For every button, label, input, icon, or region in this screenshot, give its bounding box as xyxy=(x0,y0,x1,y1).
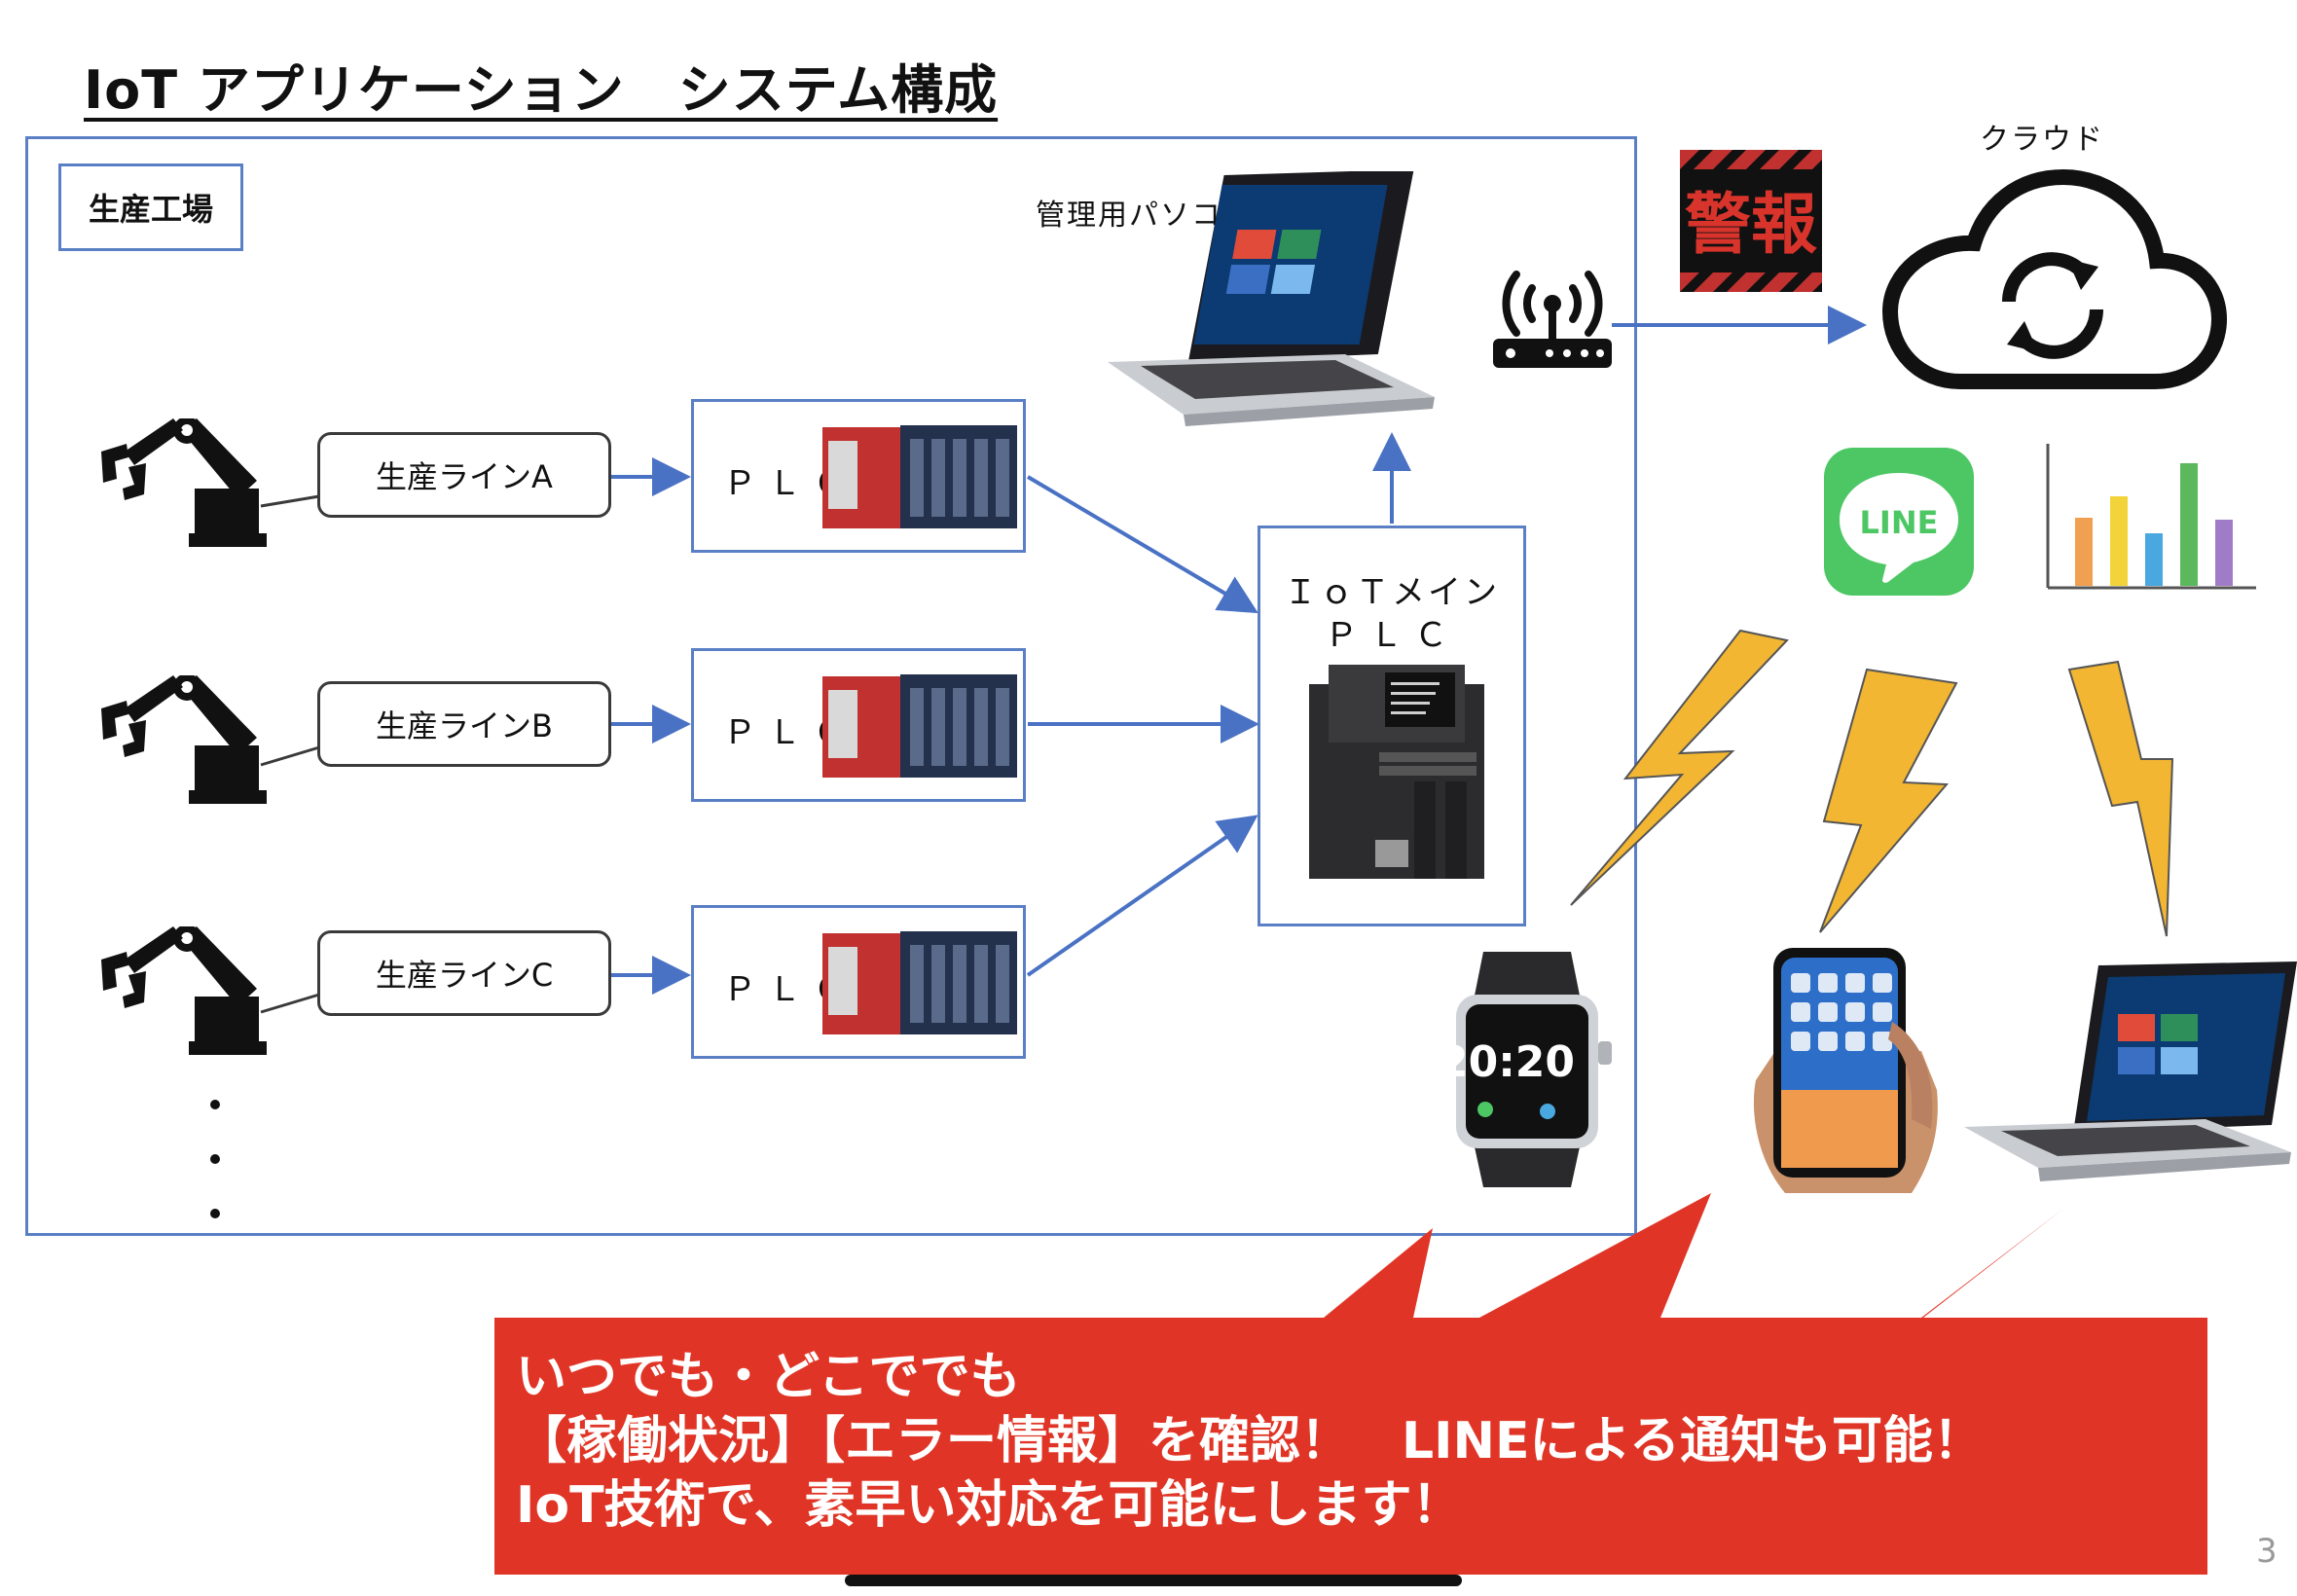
plc-module-icon xyxy=(822,425,1017,528)
plc-box-b: ＰＬＣ xyxy=(691,648,1026,802)
plc-box-a: ＰＬＣ xyxy=(691,399,1026,553)
production-line-a: 生産ラインA xyxy=(317,432,611,518)
factory-label: 生産工場 xyxy=(58,163,243,251)
plc-module-icon xyxy=(822,931,1017,1034)
smartphone-icon xyxy=(1746,934,1945,1197)
smartwatch-icon: 20:20 xyxy=(1439,952,1612,1187)
cloud-sync-icon xyxy=(1881,168,2228,389)
robot-arm-icon xyxy=(101,418,267,547)
watch-time: 20:20 xyxy=(1439,1037,1575,1087)
callout-line-3: IoT技術で、素早い対応を可能にします！ xyxy=(516,1476,1463,1535)
factory-frame xyxy=(25,136,1637,1236)
alert-text: 警報 xyxy=(1685,187,1817,264)
continuation-dot xyxy=(210,1100,220,1109)
callout-text: いつでも・どこででも 【稼働状況】【エラー情報】を確認！ LINEによる通知も可… xyxy=(516,1345,2170,1538)
robot-arm-icon xyxy=(101,675,267,804)
lightning-bolt-icon xyxy=(1819,668,1958,933)
keyence-plc-icon xyxy=(1309,665,1484,879)
wifi-router-icon xyxy=(1493,271,1612,368)
continuation-dot xyxy=(210,1154,220,1164)
arrow-plc-a-iot xyxy=(1026,475,1258,614)
page-title: IoT アプリケーション システム構成 xyxy=(84,59,999,121)
continuation-dot xyxy=(210,1209,220,1218)
lightning-bolt-icon xyxy=(2067,660,2174,937)
laptop-icon xyxy=(1964,961,2297,1181)
production-line-c: 生産ラインC xyxy=(317,930,611,1016)
callout-line-1: いつでも・どこででも xyxy=(516,1348,1021,1406)
arrow-plc-c-iot xyxy=(1026,815,1258,977)
cloud-label: クラウド xyxy=(1980,123,2104,157)
plc-box-c: ＰＬＣ xyxy=(691,905,1026,1059)
iot-main-title: ＩｏＴメイン xyxy=(1284,573,1500,612)
alert-sign-icon: 警報 xyxy=(1680,150,1822,292)
line-app-text: LINE xyxy=(1860,504,1939,541)
robot-arm-icon xyxy=(101,926,267,1055)
laptop-icon xyxy=(1108,171,1435,426)
line-app-icon: LINE xyxy=(1824,448,1974,596)
home-indicator[interactable] xyxy=(845,1575,1462,1586)
callout-line-2: 【稼働状況】【エラー情報】を確認！ LINEによる通知も可能！ xyxy=(516,1412,1984,1470)
plc-module-icon xyxy=(822,674,1017,778)
lightning-bolt-icon xyxy=(1570,629,1789,906)
iot-main-sub: ＰＬＣ xyxy=(1325,616,1459,655)
bar-chart-icon xyxy=(2046,444,2256,590)
iot-main-plc-box: ＩｏＴメイン ＰＬＣ xyxy=(1258,526,1526,926)
robot-links xyxy=(260,494,320,1014)
page-number: 3 xyxy=(2256,1532,2278,1571)
production-line-b: 生産ラインB xyxy=(317,681,611,767)
